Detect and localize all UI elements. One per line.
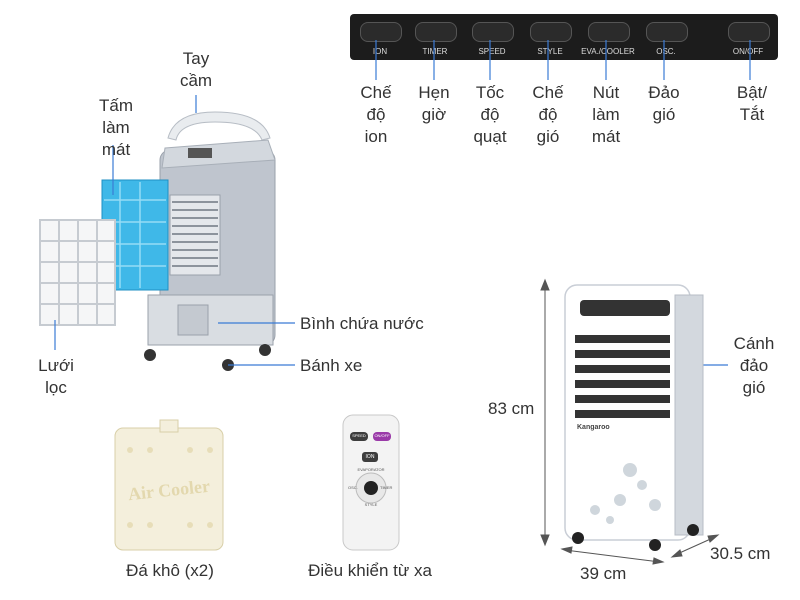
label-handle: Tay cầm <box>179 49 213 90</box>
power-button-label: ON/OFF <box>732 47 764 56</box>
cooler-exploded <box>39 111 276 371</box>
speed-button[interactable] <box>472 22 514 42</box>
remote-osc-label: OSC. <box>348 485 358 490</box>
label-power: Bật/ Tắt <box>736 83 768 124</box>
dimension-height: 83 cm <box>488 399 535 418</box>
label-fan-speed: Tốc độ quạt <box>473 83 507 146</box>
label-wind-mode: Chế độ gió <box>532 83 564 146</box>
ion-button-label: ION <box>372 47 388 56</box>
label-water-tank: Bình chứa nước <box>300 314 424 333</box>
remote-speed-label: SPEED <box>352 433 366 438</box>
caption-ice-pack: Đá khô (x2) <box>126 561 214 580</box>
remote-style-label: STYLE <box>364 502 378 507</box>
control-panel: ION TIMER SPEED STYLE EVA./COOLER OSC. O… <box>350 14 778 60</box>
cooler-button-label: EVA./COOLER <box>581 47 635 56</box>
label-cooling: Nút làm mát <box>591 83 621 146</box>
panel-leader-lines <box>375 40 751 80</box>
remote-onoff-label: ON/OFF <box>374 433 390 438</box>
label-cooling-pad: Tấm làm mát <box>99 96 133 159</box>
remote-illustration <box>342 414 400 551</box>
osc-button-label: OSC. <box>656 47 676 56</box>
remote-evaporator-label: EVAPORATOR <box>357 467 385 472</box>
dimension-depth: 30.5 cm <box>710 544 771 563</box>
label-filter: Lưới lọc <box>38 356 74 397</box>
power-button[interactable] <box>728 22 770 42</box>
cooler-assembled <box>564 284 704 551</box>
caption-remote: Điều khiển từ xa <box>308 561 432 580</box>
timer-button-label: TIMER <box>422 47 448 56</box>
label-fan-blade: Cánh đảo gió <box>733 334 775 397</box>
style-button[interactable] <box>530 22 572 42</box>
remote-ion-label: ION <box>365 454 375 460</box>
ion-button[interactable] <box>360 22 402 42</box>
brand-logo: Kangaroo <box>577 424 610 431</box>
cooler-button[interactable] <box>588 22 630 42</box>
ice-pack-illustration <box>114 419 224 551</box>
dimension-lines <box>540 278 720 565</box>
dimension-width: 39 cm <box>580 564 627 583</box>
timer-button[interactable] <box>415 22 457 42</box>
label-timer: Hẹn giờ <box>418 83 450 124</box>
osc-button[interactable] <box>646 22 688 42</box>
label-wheels: Bánh xe <box>300 356 363 375</box>
label-ion-mode: Chế độ ion <box>360 83 392 146</box>
style-button-label: STYLE <box>537 47 563 56</box>
label-swing: Đảo gió <box>648 83 680 124</box>
remote-timer-label: TIMER <box>380 485 393 490</box>
speed-button-label: SPEED <box>478 47 506 56</box>
